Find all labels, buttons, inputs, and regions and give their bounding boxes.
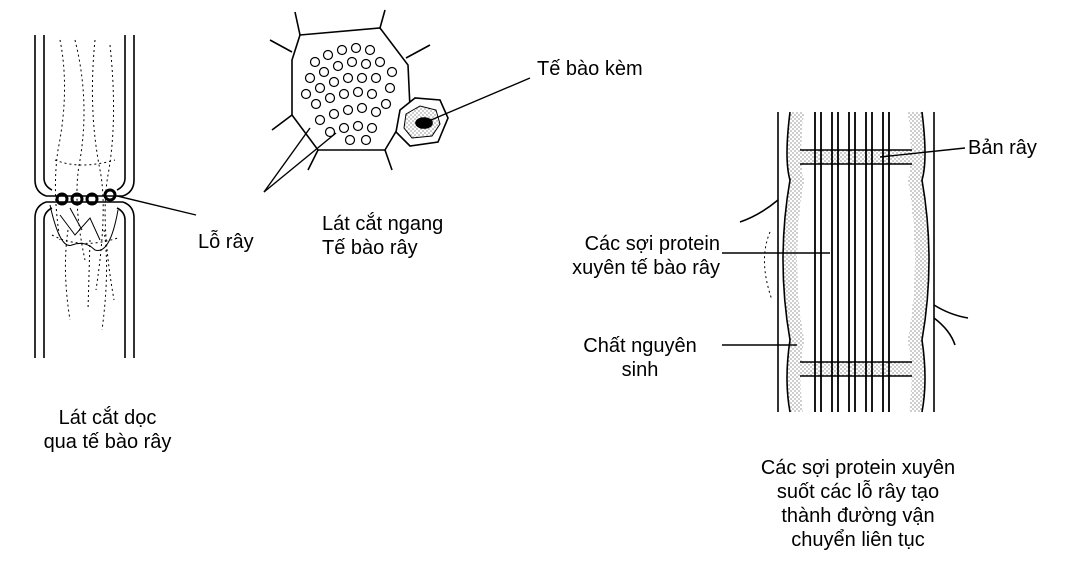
caption-line-2: suốt các lỗ rây tạo [728,480,988,504]
label-longitudinal-line-1: Lát cắt dọc [20,406,195,430]
label-longitudinal-line-2: qua tế bào rây [20,430,195,454]
label-companion-cell: Tế bào kèm [537,57,643,81]
protein-fiber-drawing [740,112,968,412]
label-cross-line-1: Lát cắt ngang [322,212,443,236]
label-protoplasm-line-2: sinh [560,358,720,382]
label-protoplasm-line-1: Chất nguyên [560,334,720,358]
label-longitudinal-section: Lát cắt dọc qua tế bào rây [20,406,195,454]
label-protein-fibers: Các sợi protein xuyên tế bào rây [510,232,720,280]
label-cross-line-2: Tế bào rây [322,236,443,260]
label-protein-line-1: Các sợi protein [510,232,720,256]
caption-line-4: chuyển liên tục [728,528,988,552]
caption-line-3: thành đường vận [728,504,988,528]
caption-protein-fibers: Các sợi protein xuyên suốt các lỗ rây tạ… [728,456,988,552]
caption-line-1: Các sợi protein xuyên [728,456,988,480]
label-protein-line-2: xuyên tế bào rây [510,256,720,280]
label-sieve-plate: Bản rây [968,136,1037,160]
label-cross-section: Lát cắt ngang Tế bào rây [322,212,443,260]
label-sieve-pore: Lỗ rây [198,230,254,254]
label-protoplasm: Chất nguyên sinh [560,334,720,382]
